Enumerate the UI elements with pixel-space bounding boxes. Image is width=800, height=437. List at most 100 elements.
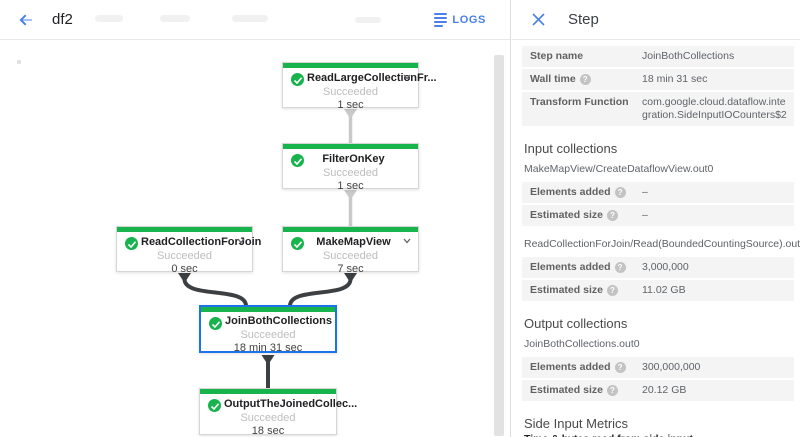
logs-button[interactable]: LOGS — [434, 13, 486, 27]
metric-value: 3,000,000 — [642, 261, 689, 273]
help-icon[interactable]: ? — [614, 261, 626, 273]
metric-label: Estimated size — [530, 209, 603, 221]
collection-name: ReadCollectionForJoin/Read(BoundedCounti… — [524, 238, 800, 250]
metric-row: Estimated size? 20.12 GB — [522, 380, 794, 401]
step-name: OutputTheJoinedCollec... — [224, 398, 358, 410]
step-node-output-the-joined[interactable]: OutputTheJoinedCollec... Succeeded 18 se… — [199, 388, 358, 437]
help-icon[interactable]: ? — [606, 209, 618, 221]
success-check-icon — [125, 237, 138, 250]
collection-name: JoinBothCollections.out0 — [524, 338, 640, 350]
detail-value: com.google.cloud.dataflow.integration.Si… — [642, 96, 787, 121]
redacted-text — [232, 15, 268, 22]
metric-label: Elements added — [530, 186, 611, 198]
step-status: Succeeded — [240, 412, 296, 424]
chevron-down-icon[interactable] — [402, 236, 412, 246]
metric-label: Estimated size — [530, 284, 603, 296]
success-bar — [117, 227, 252, 232]
success-bar — [201, 307, 335, 312]
detail-label: Transform Function — [530, 96, 629, 108]
help-icon[interactable]: ? — [606, 284, 618, 296]
collection-group: ReadCollectionForJoin/Read(BoundedCounti… — [522, 238, 800, 301]
help-icon[interactable]: ? — [606, 384, 618, 396]
metric-label: Elements added — [530, 361, 611, 373]
success-check-icon — [291, 237, 304, 250]
step-node-make-map-view[interactable]: MakeMapView Succeeded 7 sec — [282, 226, 419, 275]
output-collections-heading: Output collections — [524, 316, 628, 331]
metric-value: – — [642, 209, 648, 221]
step-duration: 1 sec — [337, 99, 364, 111]
metric-label: Estimated size — [530, 384, 603, 396]
step-status: Succeeded — [322, 167, 379, 179]
step-panel-header: Step — [512, 0, 800, 40]
step-details-panel: Step Step name JoinBothCollections Wall … — [512, 0, 800, 437]
metric-row: Estimated size? 11.02 GB — [522, 280, 794, 301]
step-duration: 18 sec — [251, 425, 285, 437]
metric-value: 300,000,000 — [642, 361, 701, 373]
metric-value: – — [642, 186, 648, 198]
collection-group: MakeMapView/CreateDataflowView.out0 Elem… — [522, 163, 794, 226]
step-name: MakeMapView — [316, 236, 391, 248]
step-status: Succeeded — [240, 329, 296, 341]
job-title: df2 — [52, 11, 73, 28]
step-node-filter-on-key[interactable]: FilterOnKey Succeeded 1 sec — [282, 143, 419, 192]
step-node-read-collection-for-join[interactable]: ReadCollectionForJoin Succeeded 0 sec — [116, 226, 262, 275]
redacted-text — [95, 15, 123, 22]
step-duration: 18 min 31 sec — [233, 342, 303, 354]
graph-edges — [178, 109, 357, 388]
job-graph-canvas[interactable]: ReadLargeCollectionFr... Succeeded 1 sec… — [0, 40, 510, 437]
step-status: Succeeded — [322, 86, 379, 98]
side-input-metrics-heading: Side Input Metrics — [524, 416, 629, 431]
help-icon[interactable]: ? — [614, 361, 626, 373]
detail-label: Wall time — [530, 73, 576, 85]
step-name: JoinBothCollections — [225, 315, 332, 327]
chevron-down-icon[interactable] — [402, 72, 412, 82]
metric-row: Elements added? – — [522, 182, 794, 203]
success-bar — [283, 63, 418, 68]
metric-row: Estimated size? – — [522, 205, 794, 226]
step-duration: 7 sec — [337, 263, 364, 275]
close-icon[interactable] — [526, 8, 550, 32]
success-bar — [283, 227, 418, 232]
detail-row: Wall time? 18 min 31 sec — [522, 69, 794, 90]
metric-row: Elements added? 300,000,000 — [522, 357, 794, 378]
success-check-icon — [291, 154, 304, 167]
metric-value: 20.12 GB — [642, 384, 687, 396]
step-panel-content: Step name JoinBothCollections Wall time?… — [512, 40, 800, 437]
vertical-scrollbar[interactable] — [494, 55, 504, 436]
success-check-icon — [291, 73, 304, 86]
step-status: Succeeded — [156, 250, 213, 262]
step-status: Succeeded — [322, 250, 379, 262]
panel-title: Step — [568, 11, 599, 28]
chevron-down-icon[interactable] — [236, 236, 246, 246]
graph-panel-header: df2 LOGS — [0, 0, 510, 40]
step-duration: 0 sec — [171, 263, 198, 275]
logs-button-label: LOGS — [452, 14, 486, 26]
back-arrow-icon — [19, 14, 32, 25]
collection-name: MakeMapView/CreateDataflowView.out0 — [524, 163, 714, 175]
detail-row: Step name JoinBothCollections — [522, 46, 794, 67]
metric-value: 11.02 GB — [642, 284, 686, 296]
detail-value: 18 min 31 sec — [642, 73, 708, 85]
graph-panel: df2 LOGS — [0, 0, 511, 437]
detail-label: Step name — [530, 50, 584, 62]
back-button[interactable] — [14, 8, 38, 32]
metric-label: Elements added — [530, 261, 611, 273]
help-icon[interactable]: ? — [614, 186, 626, 198]
input-collections-heading: Input collections — [524, 141, 618, 156]
graph-artifact — [17, 60, 21, 64]
metric-row: Elements added? 3,000,000 — [522, 257, 794, 278]
detail-row: Transform Function com.google.cloud.data… — [522, 92, 794, 126]
step-node-read-large-collection[interactable]: ReadLargeCollectionFr... Succeeded 1 sec — [282, 62, 437, 111]
detail-value: JoinBothCollections — [642, 50, 735, 62]
step-node-join-both-collections-selected[interactable]: JoinBothCollections Succeeded 18 min 31 … — [199, 305, 337, 354]
redacted-text — [160, 15, 190, 22]
success-check-icon — [208, 399, 221, 412]
redacted-text — [355, 17, 381, 23]
help-icon[interactable]: ? — [579, 73, 591, 85]
collection-group: JoinBothCollections.out0 Elements added?… — [522, 338, 794, 401]
step-name: FilterOnKey — [322, 153, 385, 165]
logs-icon — [434, 13, 448, 27]
step-name: ReadCollectionForJoin — [141, 236, 262, 248]
success-check-icon — [209, 317, 222, 330]
